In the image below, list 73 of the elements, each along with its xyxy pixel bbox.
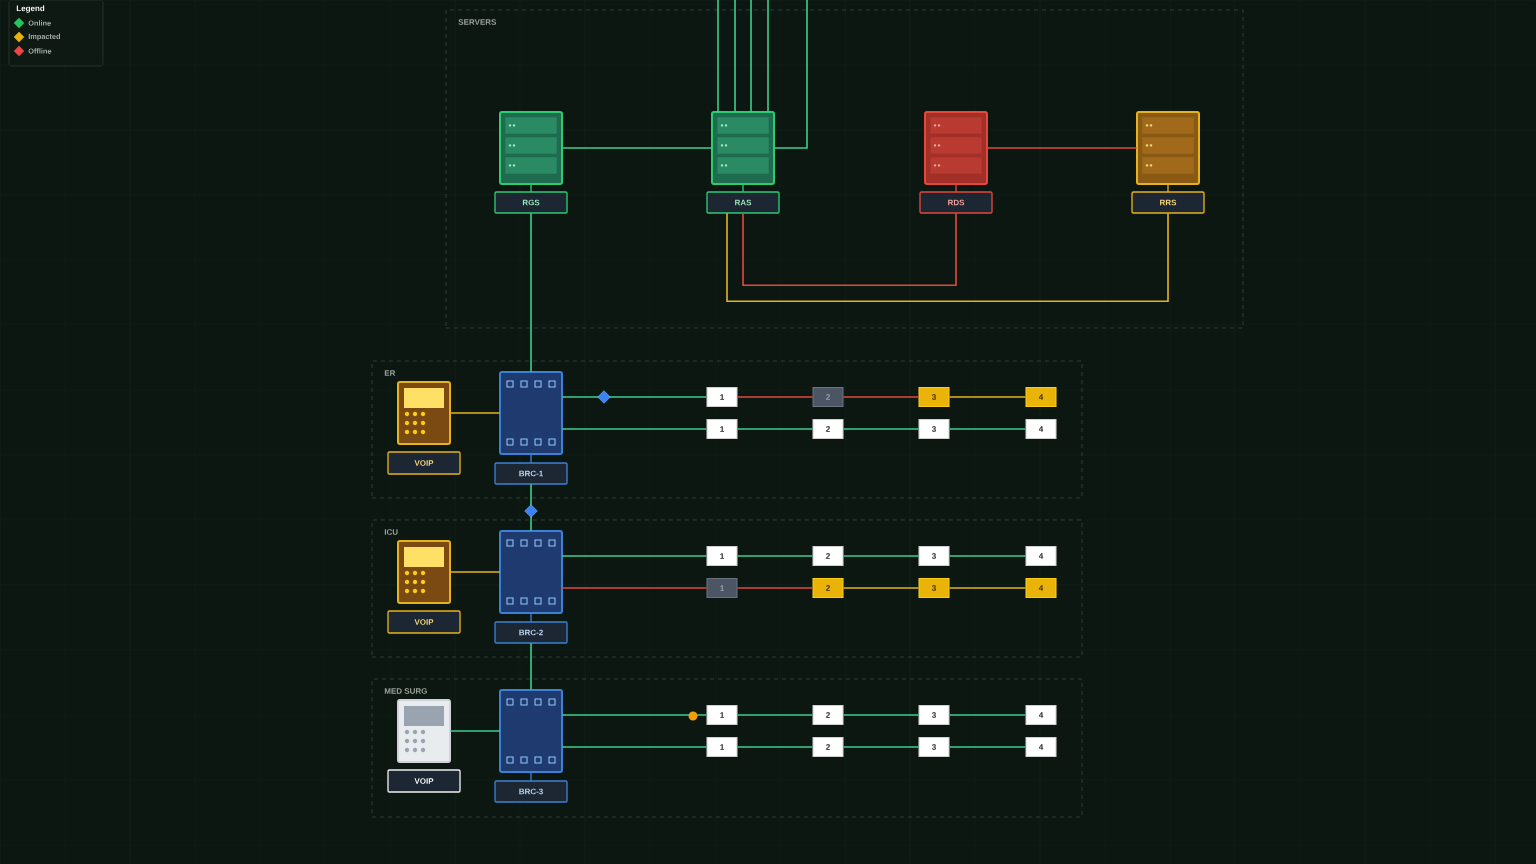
connector-line [948,746,1027,748]
connector-line [530,483,532,532]
connector-line [561,714,708,716]
connector-line [948,587,1027,589]
connector-line [561,147,713,149]
connector-line [986,147,1138,149]
connector-line [717,0,719,113]
connector-line [561,587,708,589]
port-box: 1 [706,577,738,599]
port-box: 3 [918,704,950,726]
port-box: 3 [918,736,950,758]
connector-line [842,714,920,716]
port-box: 4 [1025,545,1057,567]
connector-line [530,642,532,691]
connector-line [561,746,708,748]
connector-line [449,412,501,414]
port-box: 2 [812,418,844,440]
connector-line [750,0,752,113]
port-box: 2 [812,545,844,567]
connector-line [726,212,1169,303]
port-box: 2 [812,577,844,599]
server-label: RDS [919,191,993,214]
port-box: 3 [918,386,950,408]
connector-line [948,714,1027,716]
port-box: 2 [812,704,844,726]
connector-line [842,396,920,398]
port-box: 2 [812,736,844,758]
port-box: 4 [1025,704,1057,726]
port-box: 3 [918,545,950,567]
connector-line [842,746,920,748]
connector-line [561,396,708,398]
port-box: 2 [812,386,844,408]
port-box: 4 [1025,418,1057,440]
connector-line [948,396,1027,398]
connector-line [842,555,920,557]
port-box: 4 [1025,386,1057,408]
connector-line [530,212,532,373]
connector-line [449,730,501,732]
port-box: 3 [918,418,950,440]
connector-line [561,555,708,557]
port-box: 3 [918,577,950,599]
phone-label: VOIP [387,610,461,634]
port-box: 1 [706,704,738,726]
connector-line [842,428,920,430]
connector-line [842,587,920,589]
connector-line [767,0,769,113]
connector-line [449,571,501,573]
connector-line [742,212,957,287]
port-box: 1 [706,418,738,440]
switch-label: BRC-2 [494,621,568,644]
port-box: 4 [1025,577,1057,599]
connector-line [948,555,1027,557]
connector-line [736,555,814,557]
connector-line [948,428,1027,430]
connector-line [734,0,736,113]
port-box: 1 [706,386,738,408]
port-box: 4 [1025,736,1057,758]
port-box: 1 [706,736,738,758]
connector-line [736,714,814,716]
connector-line [773,0,808,149]
phone-label: VOIP [387,451,461,475]
port-box: 1 [706,545,738,567]
connector-line [561,428,708,430]
connector-line [736,587,814,589]
server-label: RRS [1131,191,1205,214]
switch-label: BRC-3 [494,780,568,803]
server-label: RGS [494,191,568,214]
switch-label: BRC-1 [494,462,568,485]
connector-line [736,396,814,398]
phone-label: VOIP [387,769,461,793]
connector-line [736,746,814,748]
server-label: RAS [706,191,780,214]
connector-line [736,428,814,430]
